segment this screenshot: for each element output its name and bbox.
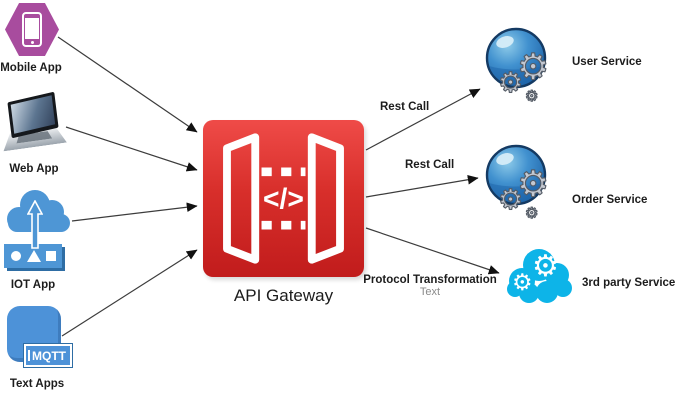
arrow-iot-to-gateway: [71, 202, 198, 222]
arrow-gateway-to-order-service: [365, 174, 479, 198]
globe-icon: [485, 27, 547, 89]
gear-icon: ⚙: [524, 88, 539, 105]
order-service-label: Order Service: [572, 194, 648, 206]
api-gateway-label: API Gateway: [233, 286, 334, 305]
mqtt-badge-label: MQTT: [32, 348, 66, 363]
web-app-label: Web App: [9, 163, 59, 175]
user-service-label: User Service: [572, 56, 642, 68]
gateway-brackets-icon: </>: [223, 133, 344, 264]
gear-icon: ⚙: [512, 269, 533, 295]
gear-icon: ⚙: [516, 46, 550, 87]
gear-icon: ⚙: [532, 250, 559, 283]
protocol-transformation-label-group: Protocol Transformation Text: [360, 274, 500, 298]
rest-call-user-label: Rest Call: [380, 101, 430, 113]
mqtt-badge: MQTT: [24, 344, 72, 367]
mobile-app-label: Mobile App: [0, 62, 62, 74]
smartphone-icon: [22, 12, 42, 47]
iot-app-icon: [4, 186, 72, 276]
protocol-transformation-sublabel: Text: [419, 286, 441, 298]
order-service-icon: ⚙ ⚙ ⚙: [484, 143, 576, 227]
cloud-icon: [507, 249, 572, 303]
gear-icon: ⚙: [516, 163, 550, 204]
protocol-transformation-label: Protocol Transformation: [363, 274, 497, 286]
mobile-app-hexagon-icon: [5, 3, 59, 56]
globe-icon: [485, 144, 547, 206]
arrow-gateway-to-third-party: [365, 227, 500, 275]
arrow-textapps-to-gateway: [61, 249, 198, 337]
gear-icon: ⚙: [524, 205, 539, 222]
rest-call-order-label: Rest Call: [405, 159, 455, 171]
iot-app-label: IOT App: [10, 279, 56, 291]
user-service-icon: ⚙ ⚙ ⚙: [484, 26, 576, 110]
arrow-mobile-to-gateway: [57, 36, 198, 133]
third-party-service-label: 3rd party Service: [582, 277, 676, 289]
gear-icon: ⚙: [497, 67, 524, 98]
gear-icon: ⚙: [497, 184, 524, 215]
api-gateway-icon: </>: [203, 120, 364, 277]
mqtt-badge-bar: [28, 350, 30, 361]
upload-arrow-icon: [27, 200, 43, 249]
third-party-service-icon: ⚙ ⚙: [503, 245, 579, 309]
laptop-icon: [2, 91, 68, 160]
arrow-web-to-gateway: [65, 126, 198, 172]
code-glyph: </>: [263, 183, 304, 215]
arrow-gateway-to-user-service: [365, 88, 481, 151]
text-apps-label: Text Apps: [9, 378, 65, 390]
